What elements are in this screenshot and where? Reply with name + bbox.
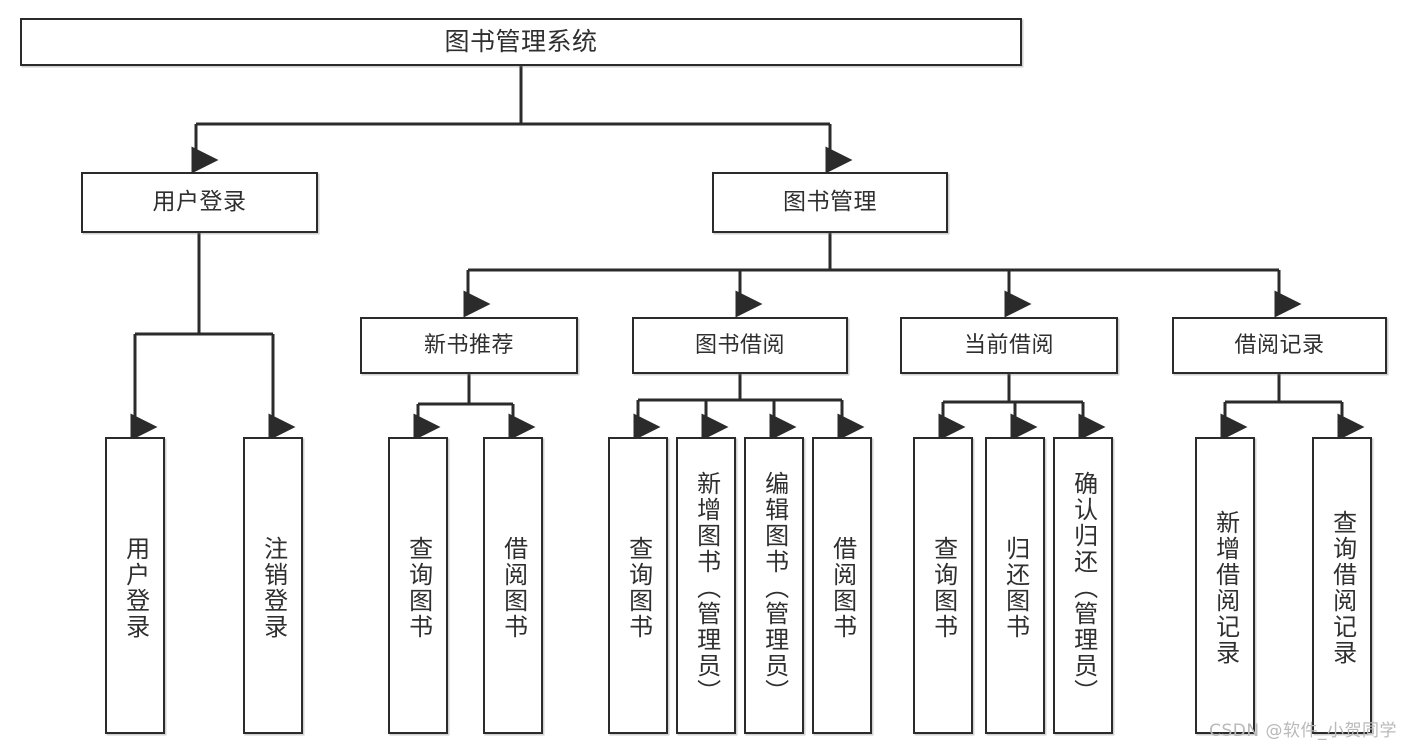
node-label: 当前借阅 bbox=[963, 332, 1054, 358]
leaf-borrow-edit-book-admin[interactable]: 编辑图书（管理员） bbox=[744, 437, 804, 734]
node-label: 图书借阅 bbox=[694, 332, 785, 358]
leaf-user-login-login[interactable]: 用户登录 bbox=[105, 437, 165, 734]
node-book-management[interactable]: 图书管理 bbox=[712, 172, 948, 233]
node-label: 图书管理系统 bbox=[444, 27, 598, 57]
node-label: 新增借阅记录 bbox=[1211, 509, 1240, 666]
node-current-borrow[interactable]: 当前借阅 bbox=[900, 317, 1118, 374]
node-new-book-recommend[interactable]: 新书推荐 bbox=[360, 317, 578, 374]
leaf-current-confirm-return-admin[interactable]: 确认归还（管理员） bbox=[1053, 437, 1113, 734]
leaf-current-query-book[interactable]: 查询图书 bbox=[913, 437, 973, 734]
leaf-record-query-record[interactable]: 查询借阅记录 bbox=[1312, 437, 1372, 734]
node-label: 编辑图书（管理员） bbox=[760, 470, 789, 705]
csdn-watermark: CSDN @软件_小贺同学 bbox=[1209, 721, 1397, 741]
leaf-borrow-add-book-admin[interactable]: 新增图书（管理员） bbox=[676, 437, 736, 734]
node-book-borrow[interactable]: 图书借阅 bbox=[632, 317, 848, 374]
node-label: 借阅图书 bbox=[828, 535, 857, 640]
leaf-current-return-book[interactable]: 归还图书 bbox=[985, 437, 1045, 734]
node-root-system[interactable]: 图书管理系统 bbox=[20, 18, 1022, 66]
leaf-recommend-borrow-book[interactable]: 借阅图书 bbox=[483, 437, 543, 734]
node-label: 借阅记录 bbox=[1234, 332, 1325, 358]
leaf-record-add-record[interactable]: 新增借阅记录 bbox=[1195, 437, 1255, 734]
node-label: 图书管理 bbox=[783, 188, 877, 215]
node-label: 确认归还（管理员） bbox=[1069, 470, 1098, 705]
node-label: 查询图书 bbox=[929, 535, 958, 640]
node-user-login[interactable]: 用户登录 bbox=[81, 172, 318, 233]
node-borrow-record[interactable]: 借阅记录 bbox=[1172, 317, 1387, 374]
node-label: 查询图书 bbox=[404, 535, 433, 640]
node-label: 查询借阅记录 bbox=[1328, 509, 1357, 666]
node-label: 查询图书 bbox=[624, 535, 653, 640]
leaf-borrow-query-book[interactable]: 查询图书 bbox=[608, 437, 668, 734]
node-label: 用户登录 bbox=[152, 188, 247, 215]
node-label: 用户登录 bbox=[121, 535, 150, 640]
node-label: 注销登录 bbox=[259, 535, 288, 640]
node-label: 新增图书（管理员） bbox=[692, 470, 721, 705]
leaf-recommend-query-book[interactable]: 查询图书 bbox=[388, 437, 448, 734]
node-label: 借阅图书 bbox=[499, 535, 528, 640]
node-label: 新书推荐 bbox=[423, 332, 514, 358]
node-label: 归还图书 bbox=[1001, 535, 1030, 640]
leaf-user-login-logout[interactable]: 注销登录 bbox=[243, 437, 303, 734]
leaf-borrow-borrow-book[interactable]: 借阅图书 bbox=[812, 437, 872, 734]
